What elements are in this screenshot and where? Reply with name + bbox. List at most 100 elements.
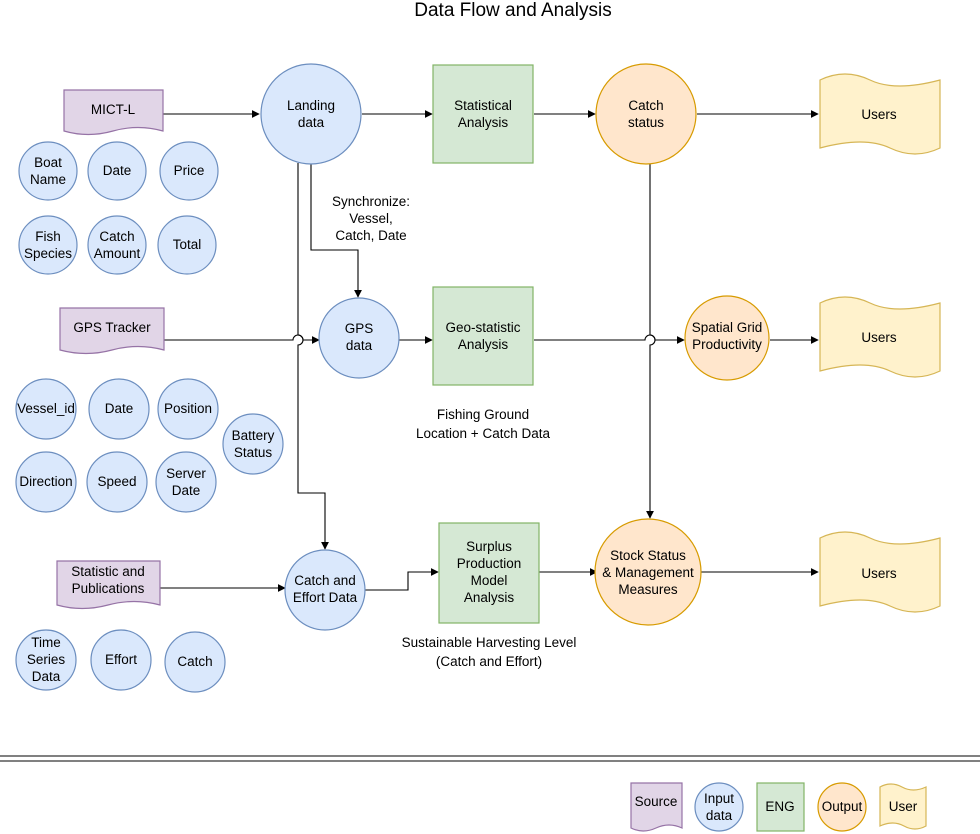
attribute-circle xyxy=(164,631,226,693)
attr-total: Total xyxy=(173,237,202,252)
output-label-line2: Productivity xyxy=(692,337,762,352)
edge-label-line1: Sustainable Harvesting Level xyxy=(402,635,577,650)
eng-box xyxy=(438,522,540,624)
attribute-circle xyxy=(88,378,150,440)
eng-box xyxy=(432,64,534,164)
attr-price: Price xyxy=(174,163,205,178)
eng-statistical-analysis: Statistical Analysis xyxy=(432,64,534,164)
legend-input-label-line2: data xyxy=(706,808,733,823)
legend-user-shape xyxy=(879,783,927,830)
output-label-line1: Catch xyxy=(628,98,663,113)
output-circle xyxy=(684,295,770,381)
input-label-line1: Landing xyxy=(287,98,335,113)
input-catch-effort-data: Catch and Effort Data xyxy=(284,549,366,631)
input-label-line2: data xyxy=(298,115,325,130)
edge-label-line3: Catch, Date xyxy=(335,228,406,243)
edge-label-line2: (Catch and Effort) xyxy=(436,654,542,669)
attribute-circle xyxy=(159,141,219,201)
eng-box xyxy=(432,286,534,386)
legend-user-label: User xyxy=(889,799,918,814)
attr-time-series-line1: Time xyxy=(31,635,61,650)
source-label: MICT-L xyxy=(91,102,136,117)
attribute-circle xyxy=(15,629,77,691)
eng-label-line1: Statistical xyxy=(454,98,512,113)
edge-label-line2: Location + Catch Data xyxy=(416,426,550,441)
attr-direction: Direction xyxy=(19,474,72,489)
output-stock-status: Stock Status & Management Measures xyxy=(594,518,702,626)
legend-eng: ENG xyxy=(756,782,805,832)
user-label: Users xyxy=(861,330,897,345)
users-row3: Users xyxy=(819,531,941,613)
attribute-circle xyxy=(222,413,284,475)
edge-catch-effort-to-surplus xyxy=(364,568,439,591)
edge-label-line1: Synchronize: xyxy=(332,194,410,209)
output-circle xyxy=(594,518,702,626)
eng-label-line1: Surplus xyxy=(466,539,512,554)
legend-user: User xyxy=(879,783,927,830)
eng-surplus-production: Surplus Production Model Analysis xyxy=(438,522,540,624)
edge-label-sustainable: Sustainable Harvesting Level (Catch and … xyxy=(402,635,577,669)
source-shape xyxy=(63,89,164,136)
attr-time-series-line3: Data xyxy=(32,669,61,684)
attr-catch: Catch xyxy=(177,654,212,669)
user-label: Users xyxy=(861,107,897,122)
attribute-circle xyxy=(15,378,77,440)
attr-battery-status-line1: Battery xyxy=(232,428,275,443)
eng-label-line1: Geo-statistic xyxy=(445,320,520,335)
output-label-line3: Measures xyxy=(618,582,678,597)
eng-label-line4: Analysis xyxy=(464,590,515,605)
user-shape xyxy=(819,73,941,155)
edge-landing-to-gps xyxy=(310,163,362,298)
attr-boat-name-line2: Name xyxy=(30,172,66,187)
attribute-circle xyxy=(155,451,217,513)
input-circle xyxy=(260,63,362,165)
edge-label-line1: Fishing Ground xyxy=(437,407,529,422)
eng-geo-statistic-analysis: Geo-statistic Analysis xyxy=(432,286,534,386)
edge-label-synchronize: Synchronize: Vessel, Catch, Date xyxy=(332,194,410,243)
attribute-circle xyxy=(87,141,147,201)
source-shape xyxy=(56,560,161,610)
output-label-line1: Spatial Grid xyxy=(692,320,763,335)
user-label: Users xyxy=(861,566,897,581)
attr-catch-amount-line1: Catch xyxy=(99,229,134,244)
legend-input: Input data xyxy=(694,782,744,832)
legend-source-shape xyxy=(630,782,683,832)
legend-input-circle xyxy=(694,782,744,832)
users-row2: Users xyxy=(819,296,941,378)
legend-output-label: Output xyxy=(822,799,863,814)
input-label-line1: Catch and xyxy=(294,573,356,588)
attr-time-series-line2: Series xyxy=(27,652,66,667)
edge-catch-status-to-stock xyxy=(646,163,656,519)
source-gps-tracker: GPS Tracker xyxy=(59,307,165,355)
eng-label-line3: Model xyxy=(471,573,508,588)
user-shape xyxy=(819,531,941,613)
attr-battery-status-line2: Status xyxy=(234,445,273,460)
eng-label-line2: Production xyxy=(457,556,522,571)
attribute-circle xyxy=(90,629,152,691)
diagram-title: Data Flow and Analysis xyxy=(414,0,612,21)
input-circle xyxy=(318,297,400,379)
attribute-circle xyxy=(86,451,148,513)
attr-fish-species-line2: Species xyxy=(24,246,72,261)
user-shape xyxy=(819,296,941,378)
legend-output-circle xyxy=(817,782,867,832)
source-statistic-publications: Statistic and Publications xyxy=(56,560,161,610)
legend-eng-box xyxy=(756,782,805,832)
attribute-circle xyxy=(157,215,217,275)
output-circle xyxy=(595,63,697,165)
source-label: GPS Tracker xyxy=(73,320,151,335)
attribute-circle xyxy=(157,378,219,440)
attr-vessel-id: Vessel_id xyxy=(17,401,75,416)
legend-source-label: Source xyxy=(635,794,678,809)
edge-label-fishing-ground: Fishing Ground Location + Catch Data xyxy=(416,407,550,441)
attr-date: Date xyxy=(103,163,132,178)
attr-date: Date xyxy=(105,401,134,416)
edges xyxy=(160,110,819,592)
edge-gps-tracker-to-gps xyxy=(164,334,320,344)
legend-source: Source xyxy=(630,782,683,832)
output-spatial-grid: Spatial Grid Productivity xyxy=(684,295,770,381)
statistic-attributes: Time Series Data Effort Catch xyxy=(15,629,226,693)
output-label-line1: Stock Status xyxy=(610,548,686,563)
input-label-line2: data xyxy=(346,338,373,353)
